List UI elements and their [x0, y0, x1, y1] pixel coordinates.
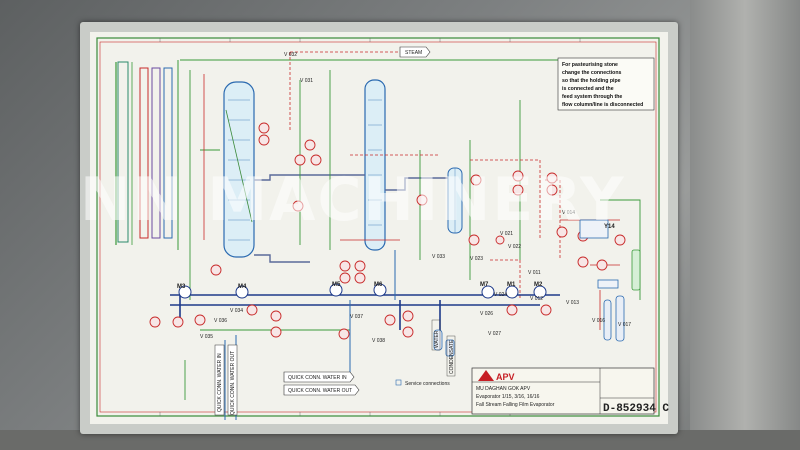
motor-label: M2 [534, 282, 543, 288]
title-block: APV MU DAGHAN GOK APV Evaporator 1/15, 3… [471, 367, 669, 415]
condenser [447, 167, 463, 234]
valve-tag: V 032 [284, 52, 297, 58]
valve-tag: V 035 [200, 334, 213, 340]
title-line: MU DAGHAN GOK APV [476, 386, 531, 392]
vapour-ducts [254, 174, 448, 263]
valve-tag: V 022 [508, 244, 521, 250]
valve-tag: V 013 [566, 300, 579, 306]
main-header-lines [170, 294, 560, 345]
evaporator-column-2 [364, 79, 386, 251]
quick-water-out-vertical-label: QUICK CONN. WATER OUT [230, 351, 236, 415]
tube-heater [115, 60, 179, 250]
drawing-border [96, 37, 660, 417]
motor-label: M3 [177, 284, 186, 290]
quick-water-out-label: QUICK CONN. WATER OUT [288, 388, 352, 394]
wall-panel [690, 0, 800, 450]
valve-tag: V 038 [372, 338, 385, 344]
floor-edge [0, 430, 800, 450]
note-line: flow column/line is disconnected [562, 102, 643, 108]
valve-tag: V 011 [528, 270, 541, 276]
valve-tag: V 012 [530, 296, 543, 302]
pumps [178, 283, 547, 299]
service-connections-label: Service connections [405, 381, 450, 387]
watermark: NN MACHINERY [80, 165, 626, 235]
motor-label: M4 [238, 284, 247, 290]
note-line: is connected and the [562, 86, 614, 92]
note-line: change the connections [562, 70, 621, 76]
valve-tag: V 017 [618, 322, 631, 328]
drawing-inner-border [99, 41, 657, 413]
title-line: Evaporator 1/15, 3/16, 16/16 [476, 394, 540, 400]
evaporator-column-1 [223, 81, 255, 258]
product-lines-red [203, 74, 620, 330]
vertical-quick-connections: QUICK CONN. WATER IN QUICK CONN. WATER O… [214, 344, 238, 416]
motor-label: M1 [507, 282, 516, 288]
valve-tag: V 036 [214, 318, 227, 324]
water-label: WATER [434, 330, 440, 348]
water-outlet: WATER [431, 319, 441, 351]
note-line: so that the holding pipe [562, 78, 621, 84]
company-logo-text: APV [496, 372, 515, 382]
valve-tag: V 031 [300, 78, 313, 84]
title-line: Fall Stream Falling Film Evaporator [476, 402, 555, 408]
valve-tags: V 035 V 036 V 037 V 038 V 034 V 031 V 03… [200, 52, 631, 344]
motor-label: M6 [374, 282, 383, 288]
valve-tag: V 016 [592, 318, 605, 324]
quick-water-in-label: QUICK CONN. WATER IN [288, 375, 347, 381]
quick-water-in-connection: QUICK CONN. WATER IN [283, 371, 355, 383]
steam-label: STEAM [405, 50, 422, 56]
note-line: feed system through the [562, 94, 622, 100]
motor-label: M5 [332, 282, 341, 288]
condensate-outlet: CONDENSATE [446, 335, 456, 377]
valve-tag: V 021 [500, 231, 513, 237]
valve-tag: V 024 [494, 292, 507, 298]
drawing-number: D-852934 C [603, 403, 669, 415]
motor-label: M7 [480, 282, 489, 288]
steam-inlet: STEAM [399, 46, 431, 58]
valve-tag: V 037 [350, 314, 363, 320]
quick-water-in-vertical-label: QUICK CONN. WATER IN [217, 353, 223, 412]
motor-labels: M3 M4 M5 M6 M7 M1 M2 [177, 282, 543, 290]
service-connections-legend: Service connections [395, 379, 450, 387]
condensate-label: CONDENSATE [449, 339, 455, 374]
pasteurising-note: For pasteurising stone change the connec… [557, 57, 655, 111]
valve-tag-y14: Y14 [604, 224, 615, 230]
apv-logo: APV [478, 370, 515, 382]
valve-tag: V 023 [470, 256, 483, 262]
valve-tag: V 027 [488, 331, 501, 337]
quick-water-out-connection: QUICK CONN. WATER OUT [283, 384, 360, 396]
valve-tag: V 034 [230, 308, 243, 314]
valve-tag: V 033 [432, 254, 445, 260]
valve-tag: V 026 [480, 311, 493, 317]
note-line: For pasteurising stone [562, 62, 618, 68]
valve-tag: V 014 [562, 210, 575, 216]
